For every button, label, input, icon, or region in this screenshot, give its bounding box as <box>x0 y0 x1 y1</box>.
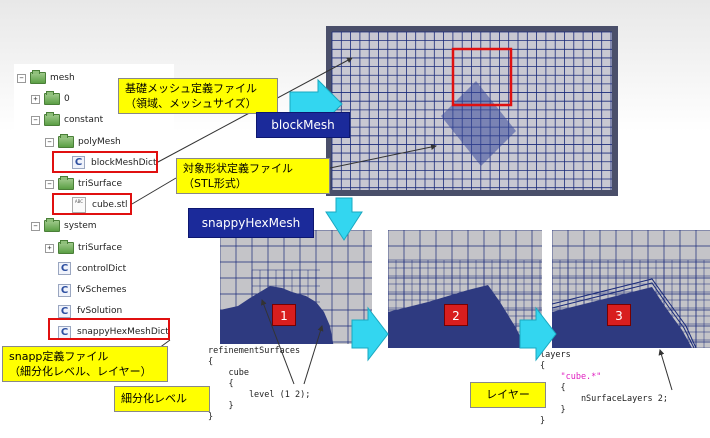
cube-stl-highlight <box>52 193 132 215</box>
code-line: cube <box>208 368 249 378</box>
code-line: "cube.*" <box>540 372 602 382</box>
tree-item-label: snappyHexMeshDict <box>77 327 169 338</box>
code-line: { <box>540 383 566 393</box>
folder-icon <box>58 239 74 254</box>
tree-toggle[interactable]: − <box>17 74 26 83</box>
folder-icon <box>58 176 74 190</box>
tree-toggle[interactable]: − <box>45 137 54 147</box>
tree-item[interactable]: 0 <box>44 91 70 107</box>
callout-refine-level: 細分化レベル <box>114 386 210 412</box>
tree-toggle[interactable]: − <box>31 116 40 126</box>
step-badge-2: 2 <box>444 304 468 326</box>
tree-item-label: polyMesh <box>78 136 121 147</box>
folder-icon <box>58 133 74 148</box>
cmd-snappyhexmesh: snappyHexMesh <box>188 208 314 238</box>
c-file-icon: C <box>58 304 71 318</box>
refinement-code: refinementSurfaces{ cube { level (1 2); … <box>204 344 352 430</box>
code-line: nSurfaceLayers 2; <box>540 394 668 404</box>
tree-toggle[interactable]: − <box>45 180 54 189</box>
folder-icon <box>44 218 60 233</box>
folder-icon <box>30 70 46 84</box>
code-line: refinementSurfaces <box>208 346 301 356</box>
cube-shape <box>441 81 516 166</box>
tree-item-label: fvSchemes <box>77 285 127 295</box>
tree-item-label: controlDict <box>77 263 127 274</box>
c-file-icon: C <box>72 156 85 170</box>
code-line: } <box>208 412 214 422</box>
tree-item[interactable]: triSurface <box>58 176 122 192</box>
c-file-icon: C <box>58 262 71 276</box>
step-badge-3: 3 <box>607 304 631 326</box>
code-line: } <box>208 401 234 411</box>
tree-item-label: mesh <box>50 73 75 83</box>
code-line: level (1 2); <box>208 390 311 400</box>
tree-item-label: constant <box>64 115 104 126</box>
tree-item[interactable]: system <box>44 218 97 234</box>
c-file-icon: C <box>58 283 71 297</box>
snappyhexmeshdict-highlight <box>48 318 170 340</box>
callout-snapp-def: snapp定義ファイル （細分化レベル、レイヤー） <box>2 346 168 382</box>
snappy-panel-3 <box>552 230 710 348</box>
callout-shape-def: 対象形状定義ファイル （STL形式） <box>176 158 330 194</box>
tree-item-label: cube.stl <box>92 200 128 211</box>
folder-icon <box>44 91 60 106</box>
tree-item[interactable]: polyMesh <box>58 133 121 150</box>
c-file-icon: C <box>58 325 71 339</box>
stl-file-icon: ABC <box>72 197 86 214</box>
tree-item-label: triSurface <box>78 179 123 189</box>
code-line: { <box>540 361 546 371</box>
tree-item[interactable]: constant <box>44 112 103 128</box>
tree-item[interactable]: triSurface <box>58 239 123 256</box>
blockmeshdict-highlight <box>52 151 158 173</box>
callout-base-mesh: 基礎メッシュ定義ファイル （領域、メッシュサイズ） <box>118 78 278 114</box>
tree-item-label: system <box>64 221 97 232</box>
tree-item-label: triSurface <box>78 242 123 253</box>
folder-icon <box>44 112 60 127</box>
refinement-region-box <box>451 47 513 107</box>
callout-layer: レイヤー <box>470 382 546 408</box>
tree-item-label: 0 <box>64 94 70 105</box>
tree-toggle[interactable]: − <box>31 222 40 232</box>
code-line: { <box>208 357 214 367</box>
cmd-blockmesh: blockMesh <box>256 112 350 138</box>
tree-item-label: fvSolution <box>77 306 123 317</box>
tree-item[interactable]: ABC cube.stl <box>72 197 128 214</box>
layers-code: layers{ "cube.*" { nSurfaceLayers 2; }} <box>536 348 696 432</box>
code-line: { <box>208 379 234 389</box>
blockmesh-grid-view <box>326 26 618 196</box>
tree-item[interactable]: mesh <box>30 70 75 86</box>
snappy-panel-1 <box>220 230 372 348</box>
tree-toggle[interactable]: + <box>45 243 54 253</box>
code-line: } <box>540 405 566 415</box>
snappy-panel-2 <box>388 230 542 348</box>
code-line: } <box>540 416 546 426</box>
code-line: layers <box>540 350 571 360</box>
step-badge-1: 1 <box>272 304 296 326</box>
tree-item-label: blockMeshDict <box>91 157 157 168</box>
tree-toggle[interactable]: + <box>31 95 40 105</box>
